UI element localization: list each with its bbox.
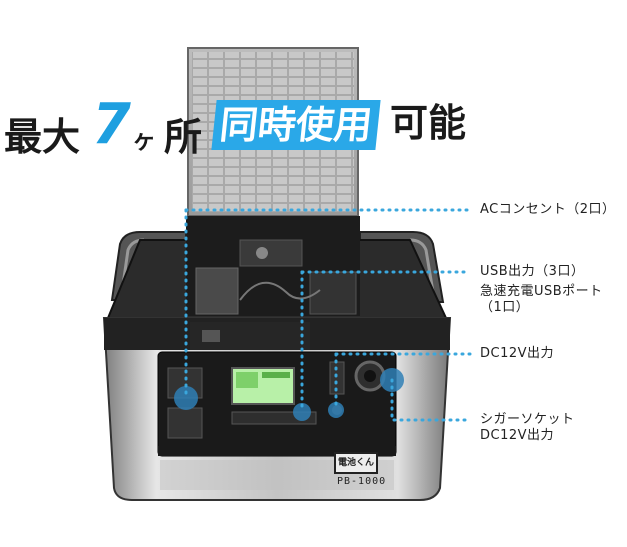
headline-highlight: 同時使用 [211, 100, 381, 150]
callout-usb: USB出力（3口） 急速充電USBポート （1口） [480, 264, 603, 316]
headline-ka: ヶ [132, 126, 156, 154]
callout-usb-line3: （1口） [480, 300, 530, 315]
callout-dc: DC12V出力 [480, 346, 554, 362]
callout-usb-line1: USB出力（3口） [480, 264, 585, 279]
brand-label: 電池くん [334, 452, 378, 474]
headline-max: 最大 [4, 115, 81, 159]
headline-sho: 所 [164, 115, 203, 159]
callout-cigarette: シガーソケット DC12V出力 [480, 412, 575, 444]
headline-tail: 可能 [390, 101, 467, 145]
callout-ac-label: ACコンセント（2口） [480, 202, 616, 217]
callout-cig-line2: DC12V出力 [480, 428, 555, 443]
upper-case [106, 216, 448, 319]
callout-ac-outlet: ACコンセント（2口） [480, 202, 616, 218]
leader-lines [184, 208, 472, 422]
model-label: PB-1000 [337, 476, 387, 487]
callout-dc-label: DC12V出力 [480, 346, 555, 361]
lower-body [102, 317, 452, 501]
callout-cig-line1: シガーソケット [480, 412, 575, 427]
headline-seven: 7 [92, 92, 131, 157]
callout-usb-line2: 急速充電USBポート [480, 284, 603, 299]
